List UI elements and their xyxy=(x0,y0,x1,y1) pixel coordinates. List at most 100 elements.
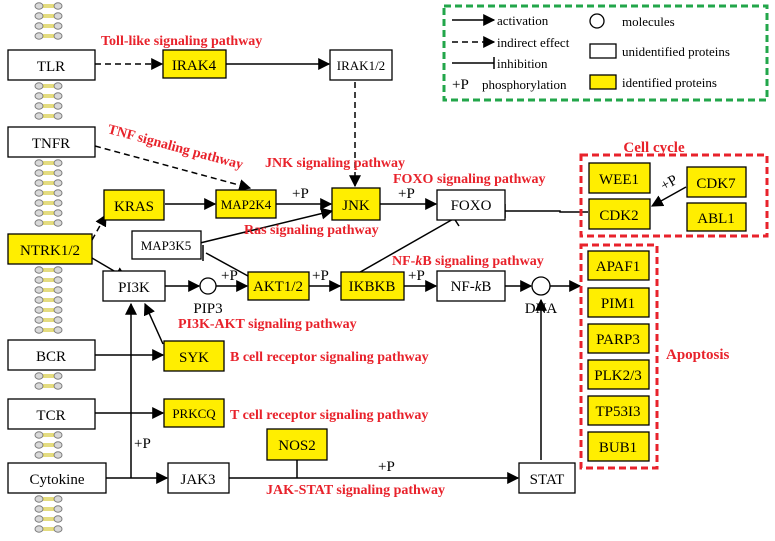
tlr-label: TLR xyxy=(37,59,65,75)
legend: activation indirect effect inhibition +P… xyxy=(442,4,769,102)
legend-activation-label: activation xyxy=(497,13,549,28)
lipid-head xyxy=(53,112,63,120)
lipid-head xyxy=(53,306,63,314)
apoptosis-box-4 xyxy=(587,395,650,426)
phos-akt-ikbkb: +P xyxy=(312,268,329,284)
lipid-head xyxy=(34,112,44,120)
kras-box xyxy=(103,189,165,221)
lipid-head xyxy=(34,306,44,314)
prkcq-label: PRKCQ xyxy=(172,406,216,421)
jak3-box xyxy=(167,462,230,494)
lipid-head xyxy=(34,169,44,177)
map2k4-label: MAP2K4 xyxy=(221,197,272,212)
legend-identified-label: identified proteins xyxy=(622,75,717,90)
tcr-box xyxy=(7,398,96,430)
lipid-head xyxy=(34,431,44,439)
legend-identified-box xyxy=(589,74,617,90)
akt-box xyxy=(247,271,310,301)
lipid-head xyxy=(34,495,44,503)
lipid-head xyxy=(34,505,44,513)
lipid-head xyxy=(53,189,63,197)
edge-akt-map3k5 xyxy=(205,252,249,277)
apoptosis-protein-label: TP53I3 xyxy=(596,404,641,420)
lipid-head xyxy=(53,326,63,334)
lipid-head xyxy=(34,441,44,449)
lipid-head xyxy=(53,276,63,284)
pathway-tnf: TNF signaling pathway xyxy=(106,122,245,173)
lipid-head xyxy=(34,22,44,30)
apoptosis-protein-label: PIM1 xyxy=(601,296,635,312)
edge-cdk7-cdk2 xyxy=(650,186,687,207)
lipid-head xyxy=(53,525,63,533)
pip3-circle xyxy=(199,277,217,295)
lipid-head xyxy=(53,441,63,449)
lipid-head xyxy=(34,92,44,100)
lipid-head xyxy=(53,209,63,217)
cell-cycle-title: Cell cycle xyxy=(623,140,685,156)
cell-cycle-group: Cell cycle WEE1 CDK7 CDK2 ABL1 xyxy=(579,140,769,238)
lipid-head xyxy=(34,219,44,227)
lipid-head xyxy=(34,32,44,40)
lipid-head xyxy=(53,12,63,20)
phos-jak3-stat: +P xyxy=(378,459,395,475)
lipid-head xyxy=(53,296,63,304)
lipid-head xyxy=(34,102,44,110)
apoptosis-protein-label: PLK2/3 xyxy=(594,368,642,384)
pi3k-box xyxy=(102,270,166,302)
cell-membrane xyxy=(34,2,63,533)
edge-tnfr-map2k4 xyxy=(94,145,252,191)
lipid-head xyxy=(53,92,63,100)
nodes: IRAK4 IRAK1/2 KRAS MAP2K4 JNK FOXO MAP3K… xyxy=(102,49,576,494)
ikbkb-box xyxy=(340,271,405,301)
apoptosis-box-5 xyxy=(587,431,650,462)
lipid-head xyxy=(34,209,44,217)
apoptosis-box-2 xyxy=(587,323,650,354)
cdk7-label: CDK7 xyxy=(696,176,736,192)
receptors: TLR TNFR NTRK1/2 BCR TCR Cytokine xyxy=(7,49,107,494)
legend-phos-symbol: +P xyxy=(452,77,469,93)
pip3-label: PIP3 xyxy=(193,301,222,317)
pathway-bcell: B cell receptor signaling pathway xyxy=(230,350,429,365)
lipid-head xyxy=(53,266,63,274)
phos-ikbkb-nfkb: +P xyxy=(408,268,425,284)
syk-label: SYK xyxy=(179,350,209,366)
lipid-head xyxy=(53,372,63,380)
irak4-label: IRAK4 xyxy=(172,58,217,74)
jnk-label: JNK xyxy=(342,198,370,214)
lipid-head xyxy=(53,431,63,439)
cytokine-box xyxy=(7,462,107,494)
pathway-pi3k: PI3K-AKT signaling pathway xyxy=(178,317,357,332)
pi3k-label: PI3K xyxy=(118,280,150,296)
ntrk-label: NTRK1/2 xyxy=(20,243,80,259)
lipid-head xyxy=(34,451,44,459)
irak12-label: IRAK1/2 xyxy=(337,58,385,73)
tcr-label: TCR xyxy=(36,408,65,424)
syk-box xyxy=(163,340,225,372)
lipid-head xyxy=(34,525,44,533)
pathway-ras: Ras signaling pathway xyxy=(244,223,379,238)
apoptosis-protein-label: PARP3 xyxy=(596,332,640,348)
apoptosis-box-0 xyxy=(587,250,650,281)
ikbkb-label: IKBKB xyxy=(349,279,396,295)
legend-unidentified-label: unidentified proteins xyxy=(622,44,730,59)
lipid-head xyxy=(53,515,63,523)
lipid-head xyxy=(53,22,63,30)
pathway-toll: Toll-like signaling pathway xyxy=(101,34,262,49)
lipid-head xyxy=(34,189,44,197)
legend-inhibition-label: inhibition xyxy=(497,56,548,71)
cell-cycle-border xyxy=(579,153,769,238)
irak12-box xyxy=(329,49,393,81)
apoptosis-protein-label: APAF1 xyxy=(596,259,640,275)
phos-pip3-akt: +P xyxy=(221,268,238,284)
pathway-jnk: JNK signaling pathway xyxy=(265,156,405,171)
lipid-head xyxy=(34,286,44,294)
phos-map2k4-jnk: +P xyxy=(292,186,309,202)
legend-molecule-circle xyxy=(589,13,605,29)
phos-cytokine-pi3k: +P xyxy=(134,436,151,452)
lipid-head xyxy=(34,12,44,20)
lipid-head xyxy=(53,82,63,90)
tnfr-label: TNFR xyxy=(32,136,70,152)
lipid-head xyxy=(34,316,44,324)
map2k4-box xyxy=(215,189,277,219)
